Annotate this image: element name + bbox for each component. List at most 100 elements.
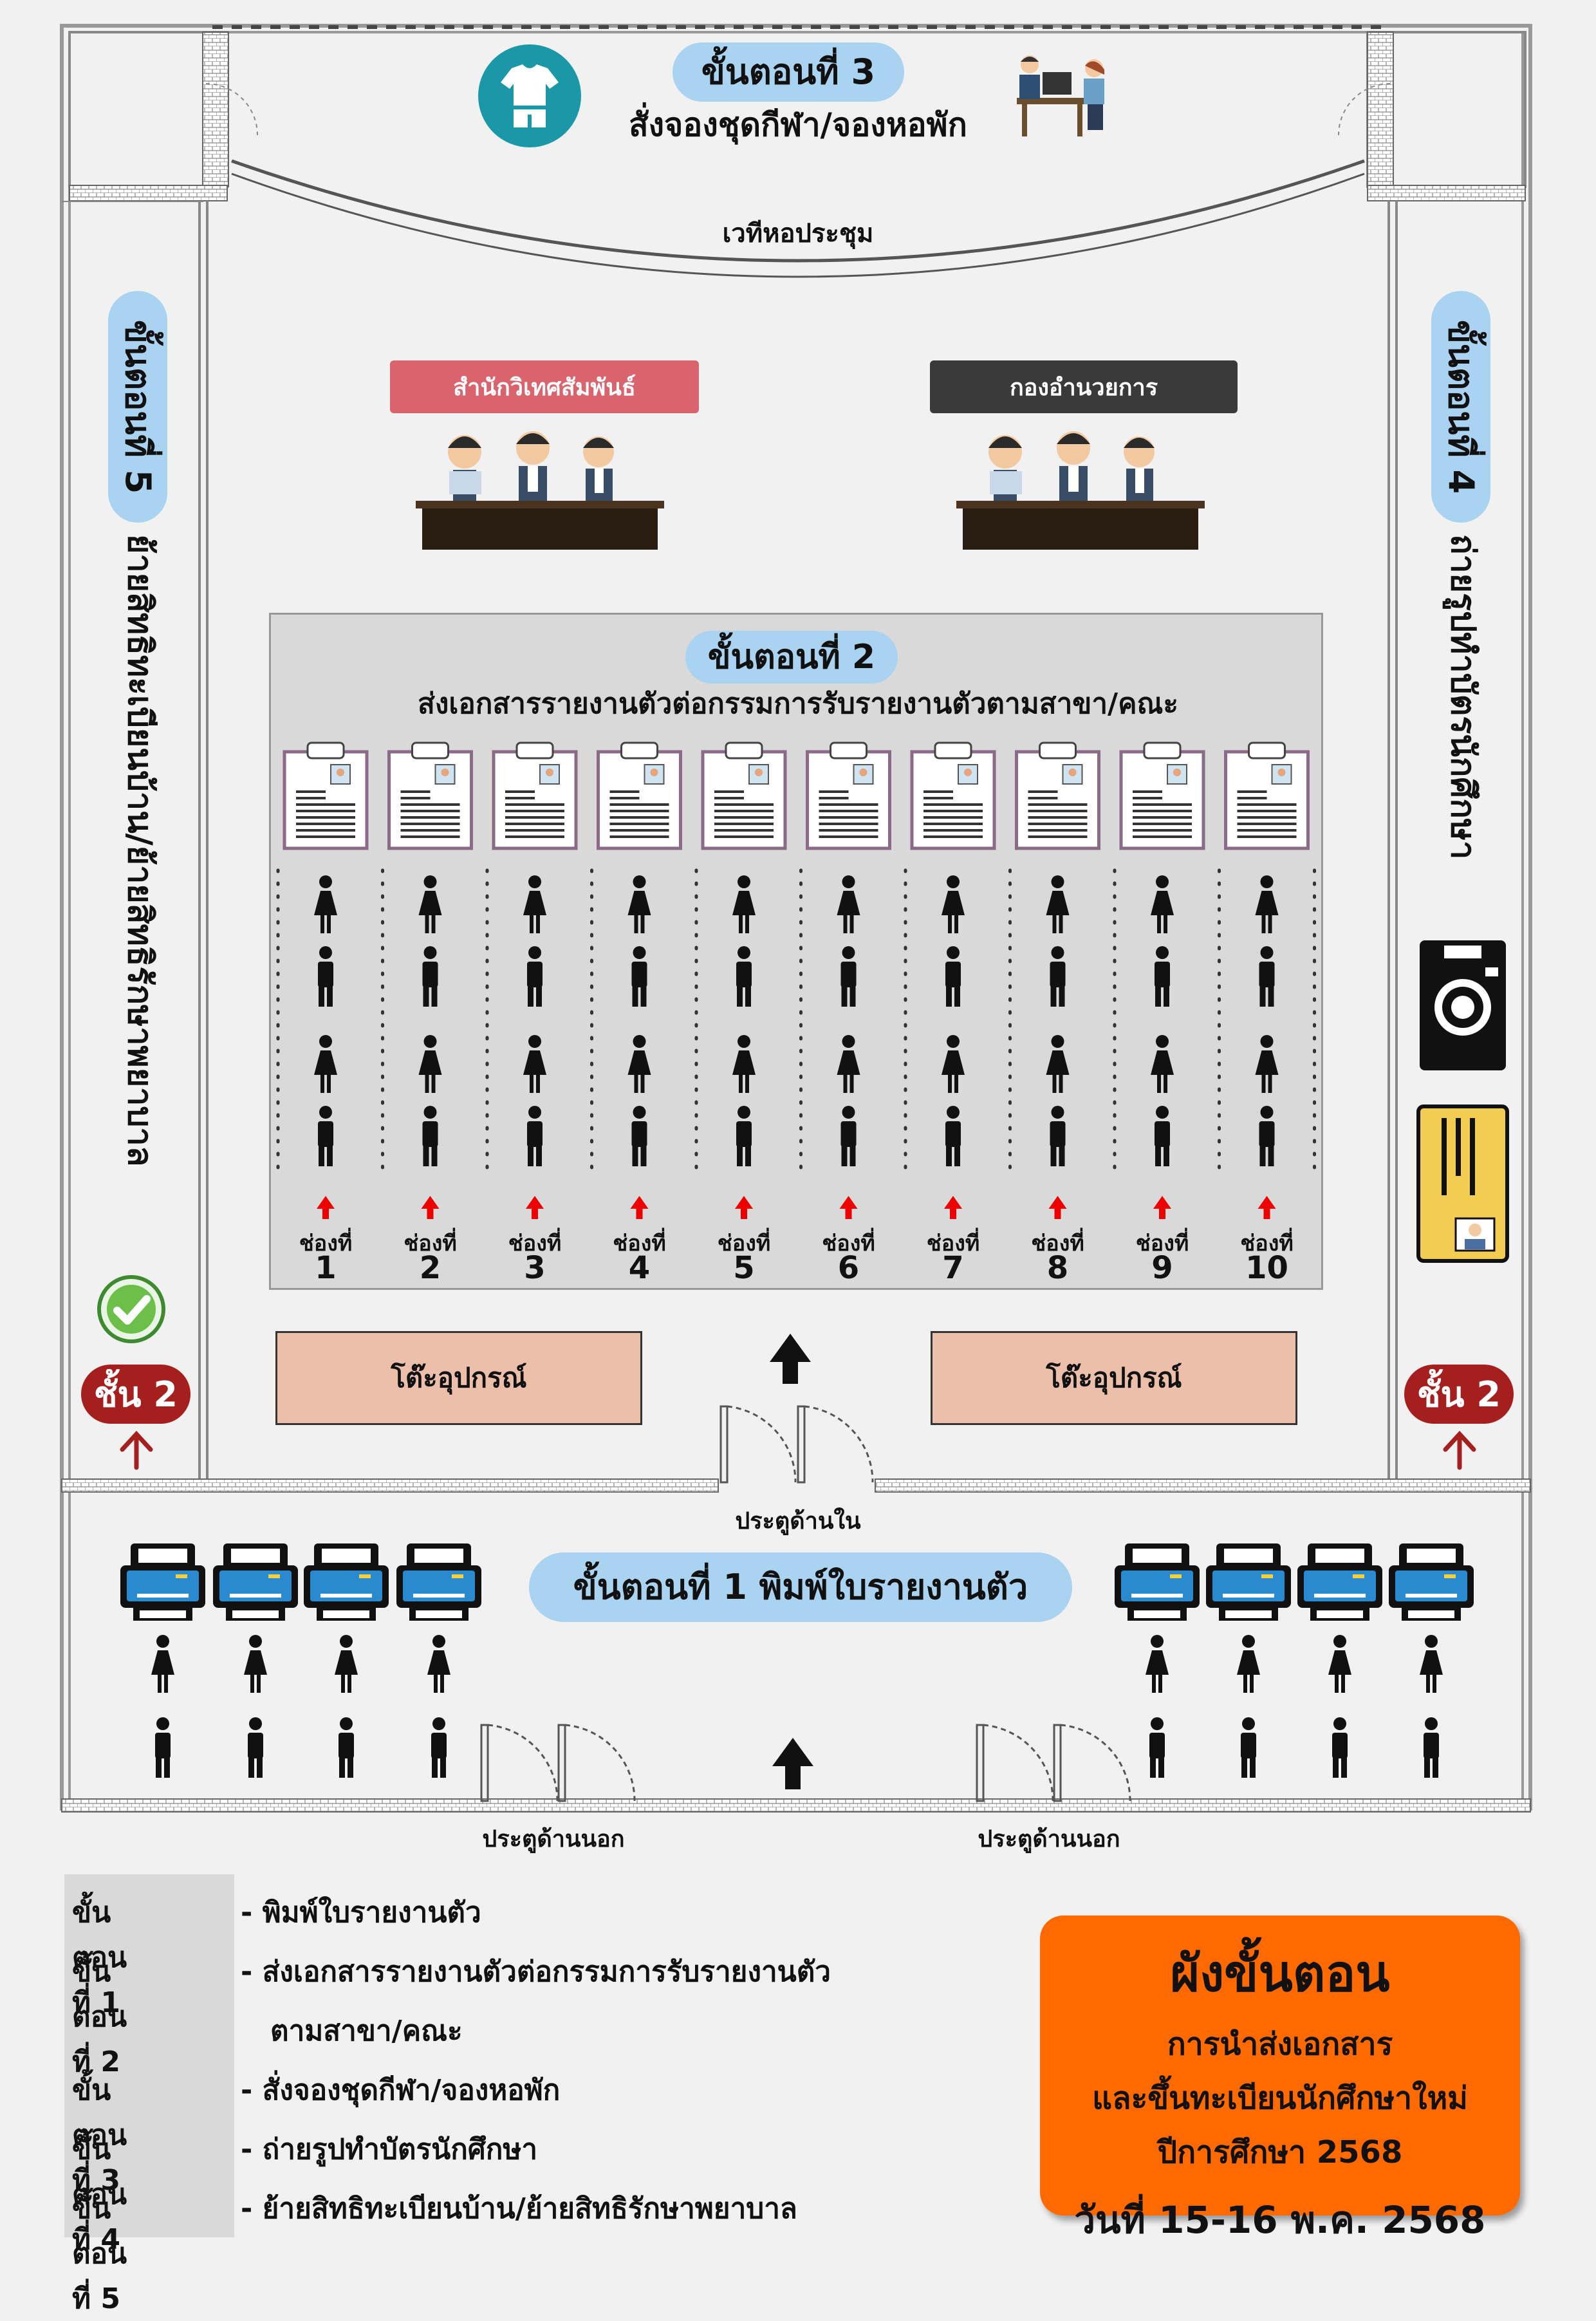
- printer-icon: [1297, 1543, 1382, 1621]
- person-icon: [1420, 1635, 1443, 1693]
- person-icon: [527, 1106, 543, 1166]
- person-icon: [732, 1035, 756, 1093]
- legend-value: - สั่งจองชุดกีฬา/จองหอพัก: [241, 2074, 561, 2107]
- printer-icon: [304, 1543, 389, 1621]
- person-icon: [244, 1635, 267, 1693]
- person-icon: [418, 1035, 442, 1093]
- person-icon: [1046, 875, 1070, 933]
- person-icon: [1241, 1717, 1256, 1778]
- lane-number: 6: [837, 1250, 860, 1286]
- step2-label: ขั้นตอนที่ 2: [685, 631, 898, 684]
- person-icon: [837, 1035, 860, 1093]
- printer-icon: [1115, 1543, 1200, 1621]
- person-icon: [1259, 946, 1275, 1007]
- staff-table-right: [956, 431, 1205, 550]
- clipboard-icon: [1015, 741, 1100, 850]
- person-icon: [155, 1717, 171, 1778]
- legend-key: ขั้นตอนที่ 4: [72, 2133, 127, 2256]
- step5-text: ย้ายสิทธิทะเบียนบ้าน/ย้ายสิทธิรักษาพยาบา…: [120, 534, 159, 1167]
- person-icon: [1332, 1717, 1348, 1778]
- person-icon: [527, 946, 543, 1007]
- person-icon: [431, 1717, 447, 1778]
- person-icon: [627, 875, 651, 933]
- lane-name: ช่องที่: [299, 1231, 353, 1256]
- lane-number: 10: [1245, 1250, 1288, 1286]
- lane-name: ช่องที่: [404, 1231, 457, 1256]
- legend-value: - ถ่ายรูปทำบัตรนักศึกษา: [241, 2133, 538, 2166]
- arrow-up-icon: [1257, 1196, 1276, 1219]
- floor-plan: [60, 24, 1532, 1813]
- person-icon: [942, 1035, 965, 1093]
- floor-badge-right: ชั้น 2: [1404, 1365, 1514, 1424]
- step4-text: ถ่ายรูปทำบัตรนักศึกษา: [1443, 534, 1482, 860]
- person-icon: [1050, 1106, 1066, 1166]
- clipboard-icon: [387, 741, 473, 850]
- step3-text: สั่งจองชุดกีฬา/จองหอพัก: [629, 106, 967, 144]
- clipboard-icon: [1224, 741, 1310, 850]
- printer-icon: [213, 1543, 298, 1621]
- person-icon: [248, 1717, 263, 1778]
- info-date: วันที่ 15-16 พ.ค. 2568: [1074, 2198, 1486, 2242]
- person-icon: [1050, 946, 1066, 1007]
- person-icon: [837, 875, 860, 933]
- person-icon: [627, 1035, 651, 1093]
- clipboard-icon: [492, 741, 578, 850]
- person-icon: [1328, 1635, 1351, 1693]
- printer-icon: [1389, 1543, 1474, 1621]
- arrow-up-icon: [944, 1196, 962, 1219]
- service-lanes: [276, 741, 1316, 1219]
- legend-key-bg: [64, 1874, 234, 2237]
- lane-number: 9: [1151, 1250, 1173, 1286]
- person-icon: [1146, 1635, 1169, 1693]
- person-icon: [314, 1035, 337, 1093]
- info-line3: ปีการศึกษา 2568: [1157, 2134, 1403, 2170]
- arrow-up-icon: [770, 1334, 813, 1789]
- printer-stations: [120, 1543, 1474, 1778]
- person-icon: [631, 946, 647, 1007]
- person-icon: [732, 875, 756, 933]
- person-icon: [523, 1035, 546, 1093]
- person-icon: [418, 875, 442, 933]
- clipboard-icon: [1119, 741, 1205, 850]
- lane-number: 4: [628, 1250, 651, 1286]
- legend-key: ขั้นตอนที่ 2: [72, 1955, 127, 2078]
- lane-name: ช่องที่: [1135, 1231, 1189, 1256]
- step1-label: ขั้นตอนที่ 1 พิมพ์ใบรายงานตัว: [529, 1552, 1072, 1622]
- equipment-table-right: โต๊ะอุปกรณ์: [931, 1331, 1297, 1425]
- printer-icon: [396, 1543, 481, 1621]
- lane-name: ช่องที่: [1031, 1231, 1084, 1256]
- person-icon: [1255, 875, 1279, 933]
- person-icon: [945, 1106, 961, 1166]
- clipboard-icon: [283, 741, 369, 850]
- lane-name: ช่องที่: [508, 1231, 562, 1256]
- person-icon: [840, 1106, 857, 1166]
- person-icon: [318, 946, 333, 1007]
- person-icon: [1155, 1106, 1170, 1166]
- check-circle-icon: [97, 1275, 165, 1343]
- clipboard-icon: [701, 741, 787, 850]
- person-icon: [1259, 1106, 1275, 1166]
- lane-name: ช่องที่: [1240, 1231, 1294, 1256]
- arrow-up-icon: [735, 1196, 753, 1219]
- person-icon: [1151, 1035, 1174, 1093]
- printer-icon: [120, 1543, 205, 1621]
- legend-value-cont: ตามสาขา/คณะ: [270, 2015, 463, 2047]
- arrow-up-icon: [630, 1196, 649, 1219]
- info-title: ผังขั้นตอน: [1170, 1945, 1390, 2003]
- person-icon: [945, 946, 961, 1007]
- info-box: ผังขั้นตอน การนำส่งเอกสาร และขึ้นทะเบียน…: [1040, 1916, 1520, 2242]
- step3-label: ขั้นตอนที่ 3: [673, 42, 904, 102]
- person-icon: [1149, 1717, 1165, 1778]
- door-outer-left-label: ประตูด้านนอก: [482, 1826, 625, 1852]
- id-card-icon: [1416, 1105, 1509, 1263]
- camera-icon: [1420, 940, 1506, 1070]
- person-icon: [339, 1717, 354, 1778]
- floor-badge-left: ชั้น 2: [81, 1365, 190, 1424]
- lane-number: 1: [315, 1250, 337, 1286]
- clipboard-icon: [910, 741, 996, 850]
- door-outer-right-label: ประตูด้านนอก: [978, 1826, 1120, 1852]
- legend-key: ขั้นตอนที่ 1: [72, 1896, 127, 2019]
- lane-name: ช่องที่: [822, 1231, 875, 1256]
- stage-label: เวทีหอประชุม: [722, 219, 874, 248]
- legend-key: ขั้นตอนที่ 5: [72, 2192, 127, 2315]
